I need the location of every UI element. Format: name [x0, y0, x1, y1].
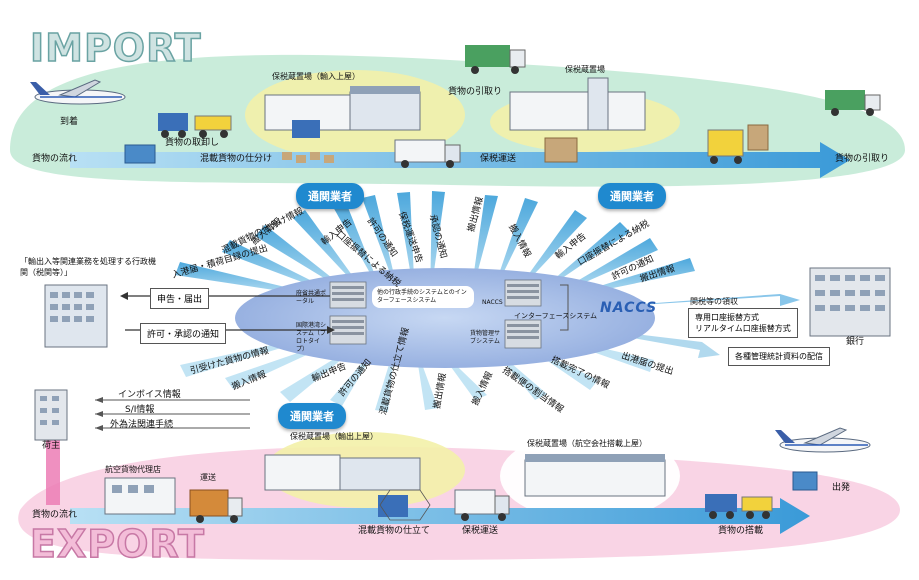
import-warehouse-1 [264, 86, 421, 163]
export-cargo-flow-label: 貨物の流れ [32, 510, 78, 520]
shipper-label: 荷主 [42, 441, 61, 451]
government-building [44, 284, 108, 348]
consolidated-sorting-label: 混載貨物の仕分け [200, 154, 273, 164]
shipper-info-0: インボイス情報 [118, 390, 181, 400]
shipper-building [34, 389, 68, 441]
export-warehouse-1 [264, 454, 421, 517]
export-flow-arrow [70, 498, 810, 534]
customs-broker-badge-2: 通関業者 [598, 183, 666, 209]
customs-broker-badge-1: 通関業者 [296, 183, 364, 209]
departure-label: 出発 [832, 483, 851, 493]
import-forklift [707, 124, 769, 164]
import-warehouse-2 [509, 77, 646, 163]
export-truck-1 [189, 489, 243, 523]
export-airplane [775, 427, 871, 453]
shipper-info-1: S/I情報 [125, 405, 155, 415]
interface-label: インターフェースシステム [514, 312, 598, 320]
import-cargo-flow-label: 貨物の流れ [32, 154, 78, 164]
import-title: IMPORT [29, 25, 202, 71]
arrival-label: 到着 [60, 117, 79, 127]
import-bonded-transport-label: 保税運送 [480, 154, 517, 164]
export-truck-2 [454, 489, 510, 521]
shipper-info-2: 外為法関連手続 [110, 420, 174, 430]
export-bonded-transport-label: 保税運送 [462, 526, 499, 536]
export-warehouse-2 [524, 454, 666, 497]
air-cargo-agent-label: 航空貨物代理店 [105, 465, 161, 474]
import-airplane [30, 79, 126, 105]
cargo-loading-label: 貨物の搭載 [718, 526, 764, 536]
export-tug [705, 494, 773, 519]
cargo-pickup-label-1: 貨物の引取り [448, 87, 503, 97]
import-truck-mid [394, 139, 461, 168]
payment-method-1: 専用口座振替方式 [695, 313, 759, 322]
declaration-box: 申告・届出 [150, 288, 210, 309]
payment-method-2: リアルタイム口座振替方式 [695, 324, 791, 333]
bonded-warehouse-import-label: 保税蔵置場（輸入上屋） [272, 72, 360, 81]
agency-label: 「輸出入等関連業務を処理する行政機関（税関等）」 [20, 257, 156, 277]
center-box-1: 府省共通ポータル [296, 290, 327, 305]
cargo-management-label: 貨物管理サブシステム [470, 330, 501, 345]
statistics-box: 各種管理統計資料の配信 [728, 347, 830, 366]
naccs-logo: NACCS [600, 300, 658, 316]
customs-broker-badge-3: 通関業者 [278, 403, 346, 429]
approval-notice-box: 許可・承認の通知 [140, 323, 227, 344]
import-tug [158, 113, 232, 138]
cargo-unloading-label: 貨物の取卸し [165, 138, 220, 148]
export-agent-building [104, 477, 176, 515]
transport-label: 運送 [200, 473, 216, 482]
naccs-small-label: NACCS [482, 299, 503, 306]
bank-building [809, 267, 891, 337]
server-icons [329, 279, 542, 349]
bonded-warehouse-label: 保税蔵置場 [565, 65, 605, 74]
tax-collection-label: 関税等の領収 [690, 297, 738, 306]
bank-label: 銀行 [846, 337, 865, 347]
bonded-warehouse-airline-label: 保税蔵置場（航空会社搭載上屋） [527, 439, 647, 448]
payment-methods-box: 専用口座振替方式 リアルタイム口座振替方式 [688, 308, 798, 338]
import-truck-right [825, 90, 881, 116]
export-title: EXPORT [29, 521, 205, 567]
consolidated-packing-label: 混載貨物の仕立て [358, 526, 431, 536]
center-box-2: 他の行政手続のシステムとのインターフェースシステム [372, 286, 474, 308]
import-truck-top [465, 45, 526, 74]
bonded-warehouse-export-label: 保税蔵置場（輸出上屋） [290, 432, 378, 441]
cargo-pickup-label-2: 貨物の引取り [835, 154, 890, 164]
center-box-3: 国際港湾システム（プロトタイプ） [296, 322, 327, 353]
